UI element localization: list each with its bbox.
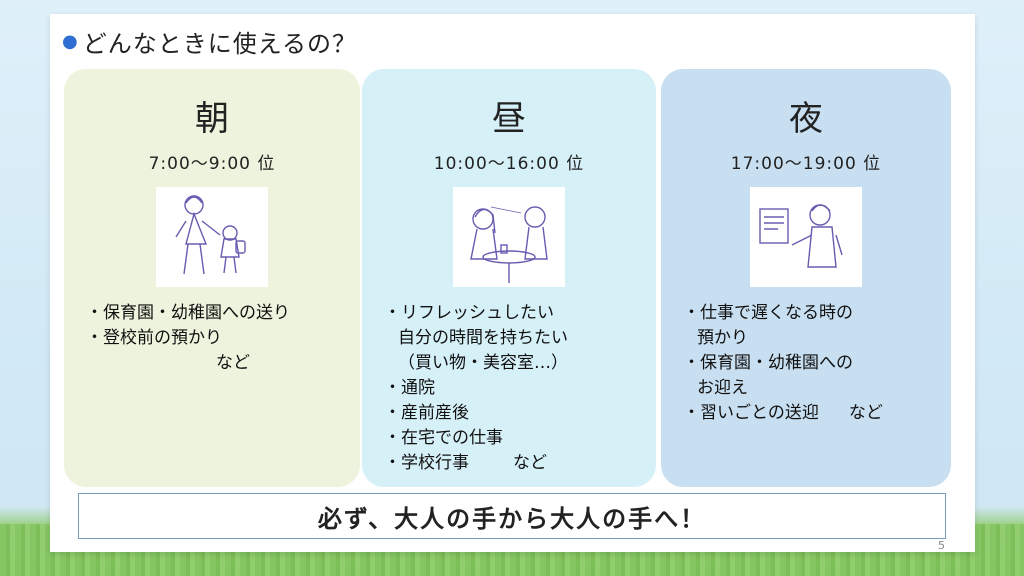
page-number: 5 — [938, 539, 945, 552]
cafe-illustration — [453, 187, 565, 287]
slide-title-text: どんなときに使えるの？ — [82, 30, 357, 58]
list-item: ・保育園・幼稚園への送り — [86, 303, 290, 323]
nado-label: など — [216, 353, 250, 373]
night-list: ・仕事で遅くなる時の 預かり ・保育園・幼稚園への お迎え ・習いごとの送迎 など — [683, 301, 941, 426]
column-noon: 昼 10:00～16:00 位 ・リフレッシュしたい 自分の時間を持ちたい （買… — [362, 69, 656, 487]
list-item: ・産前産後 — [384, 403, 469, 423]
column-time: 10:00～16:00 位 — [433, 154, 585, 174]
column-time: 7:00～9:00 位 — [148, 154, 276, 174]
list-item: ・登校前の預かり — [86, 328, 222, 348]
list-item: ・学校行事 など — [384, 451, 646, 476]
column-heading: 昼 — [492, 99, 526, 139]
column-morning: 朝 7:00～9:00 位 ・保育園・幼稚園への送り ・登校前の預かり など — [64, 69, 360, 487]
list-item: ・在宅での仕事 — [384, 428, 503, 448]
list-item-text: ・学校行事 — [384, 453, 469, 473]
list-item-text: ・習いごとの送迎 — [683, 403, 819, 423]
list-item: ・リフレッシュしたい — [384, 303, 554, 323]
list-item: ・習いごとの送迎 など — [683, 401, 941, 426]
footer-message: 必ず、大人の手から大人の手へ！ — [78, 493, 946, 539]
column-night: 夜 17:00～19:00 位 ・仕事で遅くなる時の 預かり ・保育園・幼稚園へ… — [661, 69, 951, 487]
work-illustration — [750, 187, 862, 287]
list-item: （買い物・美容室…） — [398, 353, 568, 373]
slide-title: ● どんなときに使えるの？ — [62, 24, 357, 59]
list-item: ・通院 — [384, 378, 435, 398]
noon-list: ・リフレッシュしたい 自分の時間を持ちたい （買い物・美容室…） ・通院 ・産前… — [384, 301, 646, 476]
list-item: ・仕事で遅くなる時の — [683, 303, 853, 323]
list-item: 預かり — [697, 328, 748, 348]
nado-label: など — [513, 453, 547, 473]
list-item: ・保育園・幼稚園への — [683, 353, 853, 373]
column-heading: 夜 — [789, 99, 823, 139]
morning-list: ・保育園・幼稚園への送り ・登校前の預かり など — [86, 301, 350, 376]
column-heading: 朝 — [195, 99, 229, 139]
mother-child-illustration — [156, 187, 268, 287]
list-item: お迎え — [697, 378, 748, 398]
list-item: 自分の時間を持ちたい — [398, 328, 568, 348]
nado-label: など — [848, 403, 883, 423]
column-time: 17:00～19:00 位 — [730, 154, 882, 174]
slide: ● どんなときに使えるの？ 朝 7:00～9:00 位 ・保育園・幼稚園への送り… — [50, 14, 975, 552]
bullet-dot-icon: ● — [62, 31, 79, 52]
